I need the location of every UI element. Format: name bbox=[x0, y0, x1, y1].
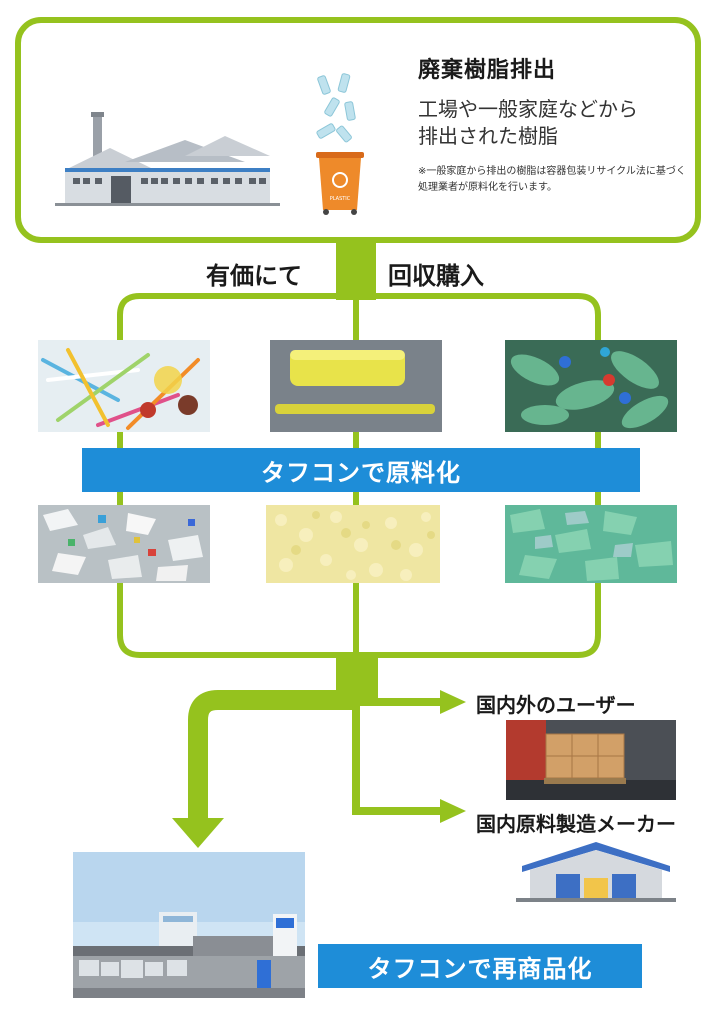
final-band: タフコンで再商品化 bbox=[318, 944, 642, 988]
photo-tafukon-facility bbox=[73, 852, 305, 998]
warehouse-illustration bbox=[516, 842, 676, 902]
photo-green-flakes bbox=[505, 505, 677, 583]
photo-pet-bottles bbox=[505, 340, 677, 432]
subtitle-line-2: 排出された樹脂 bbox=[418, 124, 558, 148]
stage1-band-text: タフコンで原料化 bbox=[261, 458, 461, 487]
subtitle-line-1: 工場や一般家庭などから bbox=[418, 97, 638, 121]
photo-crushed-flakes bbox=[38, 505, 210, 583]
stage1-band: タフコンで原料化 bbox=[82, 448, 640, 492]
waste-discharge-title: 廃棄樹脂排出 bbox=[418, 58, 557, 83]
note-line-2: 処理業者が原料化を行います。 bbox=[418, 182, 557, 193]
bin-label: PLASTIC bbox=[330, 196, 351, 202]
photo-pallet-boxes bbox=[506, 720, 676, 800]
waste-discharge-note: ※一般家庭から排出の樹脂は容器包装リサイクル法に基づく 処理業者が原料化を行いま… bbox=[418, 164, 698, 196]
output-label-overseas-users: 国内外のユーザー bbox=[476, 693, 636, 717]
purchase-label-left: 有価にて bbox=[206, 262, 302, 290]
note-line-1: ※一般家庭から排出の樹脂は容器包装リサイクル法に基づく bbox=[418, 166, 686, 177]
photo-yellow-pipe bbox=[270, 340, 442, 432]
final-band-text: タフコンで再商品化 bbox=[367, 954, 593, 983]
photo-yellow-pellets bbox=[266, 505, 440, 583]
factory-illustration bbox=[55, 112, 280, 206]
recycle-bin-illustration: PLASTIC bbox=[316, 73, 364, 215]
purchase-label-right: 回収購入 bbox=[388, 262, 484, 290]
photo-plastic-utensils bbox=[38, 340, 210, 432]
waste-discharge-subtitle: 工場や一般家庭などから 排出された樹脂 bbox=[418, 96, 638, 150]
output-label-domestic-manufacturers: 国内原料製造メーカー bbox=[476, 812, 676, 836]
